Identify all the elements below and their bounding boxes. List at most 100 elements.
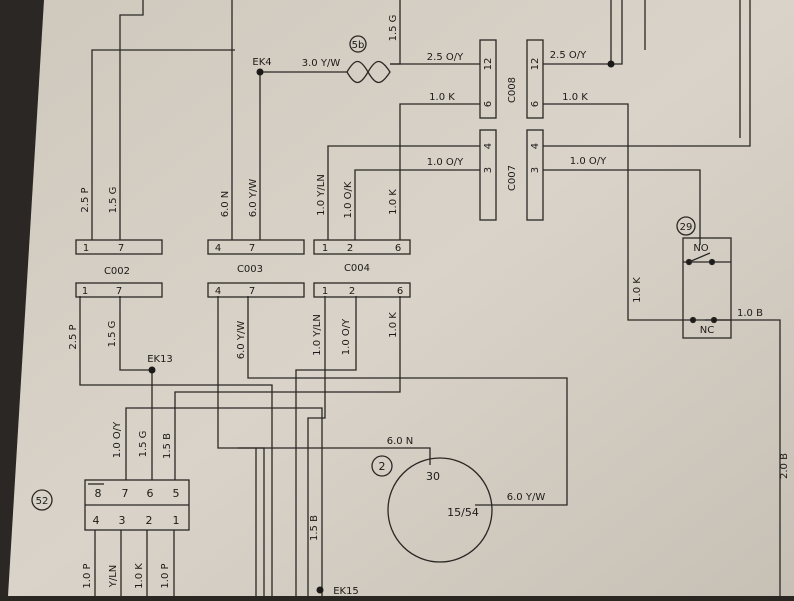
wire-3y-w: 3.0 Y/W xyxy=(302,58,341,69)
wire-motor-6yw: 6.0 Y/W xyxy=(507,492,546,503)
wire-bot-yln: Y/LN xyxy=(108,565,119,589)
c002-top-strip xyxy=(75,239,163,255)
module-pin-1: 1 xyxy=(173,514,180,527)
wire-c2-15g: 1.5 G xyxy=(108,187,119,214)
c003-label: C003 xyxy=(237,264,263,275)
wire-c2-25p: 2.5 P xyxy=(80,187,91,212)
relay-badge-label: 5b xyxy=(352,40,365,51)
wire-b4-k: 1.0 K xyxy=(388,312,399,338)
splice-top-right-dot xyxy=(607,60,615,68)
wire-c4-k: 1.0 K xyxy=(388,189,399,215)
c004-top-pin-2: 2 xyxy=(347,243,353,254)
c003-top-strip xyxy=(207,239,305,255)
switch-body xyxy=(682,237,732,339)
c007-label: C007 xyxy=(507,165,518,191)
wire-25oy-right: 2.5 O/Y xyxy=(550,50,587,61)
c003-bottom-strip xyxy=(207,282,305,298)
c008-right-block xyxy=(526,39,544,119)
c008-pin-12: 12 xyxy=(483,58,494,71)
wire-b2-25p: 2.5 P xyxy=(68,324,79,349)
motor-badge-circle xyxy=(371,455,393,477)
c002-top-pin-7: 7 xyxy=(118,243,124,254)
splice-ek13-dot xyxy=(148,366,156,374)
switch-29 xyxy=(676,216,732,339)
c002-bottom-pin-1: 1 xyxy=(82,286,88,297)
c007-right-block xyxy=(526,129,544,221)
wire-b2-15g: 1.5 G xyxy=(107,321,118,348)
c004-top-strip xyxy=(313,239,411,255)
wire-sw-k: 1.0 K xyxy=(632,277,643,303)
motor-body xyxy=(387,457,493,563)
module-badge-label: 52 xyxy=(36,496,49,507)
splice-ek15-label: EK15 xyxy=(333,586,359,596)
wire-b4-oy: 1.0 O/Y xyxy=(341,318,352,355)
module-pin-7: 7 xyxy=(122,487,129,500)
switch-nc-label: NC xyxy=(700,325,714,336)
c007-pin-3: 3 xyxy=(483,167,494,173)
wire-m-oy: 1.0 O/Y xyxy=(112,421,123,458)
relay-badge-circle xyxy=(349,35,367,53)
module-pin-5: 5 xyxy=(173,487,180,500)
module-pin-2: 2 xyxy=(146,514,153,527)
c004-bottom-pin-1: 1 xyxy=(322,286,328,297)
c008-pin-6: 6 xyxy=(483,101,494,107)
wire-oy-right: 1.0 O/Y xyxy=(570,156,607,167)
c008-label: C008 xyxy=(507,77,518,103)
c002-bottom-strip xyxy=(75,282,163,298)
c007-pin-4: 4 xyxy=(483,143,494,149)
wire-c3-6n: 6.0 N xyxy=(220,191,231,218)
c002-top-pin-1: 1 xyxy=(83,243,89,254)
wire-c3-6yw: 6.0 Y/W xyxy=(248,179,259,218)
wire-bot-p: 1.0 P xyxy=(82,563,93,588)
wire-right-2b: 2.0 B xyxy=(779,453,790,479)
motor-pin-1554: 15/54 xyxy=(447,506,479,519)
wire-mid-b: 1.5 B xyxy=(309,515,320,541)
module-pin-4: 4 xyxy=(93,514,100,527)
wire-bot-p2: 1.0 P xyxy=(160,563,171,588)
c002-label: C002 xyxy=(104,266,130,277)
c004-label: C004 xyxy=(344,263,370,274)
c003-top-pin-7: 7 xyxy=(249,243,255,254)
splice-ek4-dot xyxy=(256,68,264,76)
c003-bottom-pin-7: 7 xyxy=(249,286,255,297)
c008-left-block xyxy=(479,39,497,119)
switch-badge-circle xyxy=(676,216,696,236)
motor-pin-30: 30 xyxy=(426,470,440,483)
c008-pin-6-right: 6 xyxy=(530,101,541,107)
wire-b4-yln: 1.0 Y/LN xyxy=(312,314,323,356)
c004-bottom-pin-6: 6 xyxy=(397,286,403,297)
motor-badge-label: 2 xyxy=(379,460,386,473)
c004-bottom-pin-2: 2 xyxy=(349,286,355,297)
c004-top-pin-1: 1 xyxy=(322,243,328,254)
wire-k-left: 1.0 K xyxy=(429,92,455,103)
c007-pin-4-right: 4 xyxy=(530,143,541,149)
splice-ek15-dot xyxy=(316,586,324,594)
wire-25oy-left: 2.5 O/Y xyxy=(427,52,464,63)
module-pin-3: 3 xyxy=(119,514,126,527)
module-52 xyxy=(31,479,190,531)
splice-ek4-label: EK4 xyxy=(252,57,271,68)
module-pin-6: 6 xyxy=(147,487,154,500)
wire-oy-left: 1.0 O/Y xyxy=(427,157,464,168)
wire-motor-6n: 6.0 N xyxy=(387,436,414,447)
module-badge-circle xyxy=(31,489,53,511)
switch-badge-label: 29 xyxy=(680,222,693,233)
wire-k-right: 1.0 K xyxy=(562,92,588,103)
wire-sw-b: 1.0 B xyxy=(737,308,763,319)
c007-left-block xyxy=(479,129,497,221)
c002-bottom-pin-7: 7 xyxy=(116,286,122,297)
wire-c4-yln: 1.0 Y/LN xyxy=(316,174,327,216)
c003-bottom-pin-4: 4 xyxy=(215,286,221,297)
splice-ek13-label: EK13 xyxy=(147,354,173,365)
wire-bot-k: 1.0 K xyxy=(134,563,145,589)
switch-no-label: NO xyxy=(693,243,708,254)
c004-top-pin-6: 6 xyxy=(395,243,401,254)
wire-b3-6yw: 6.0 Y/W xyxy=(236,321,247,360)
motor-2 xyxy=(371,455,493,563)
wire-c4-ok: 1.0 O/K xyxy=(343,181,354,218)
fuse-link-symbol xyxy=(346,35,391,84)
c004-bottom-strip xyxy=(313,282,411,298)
wire-15g-top: 1.5 G xyxy=(388,15,399,42)
